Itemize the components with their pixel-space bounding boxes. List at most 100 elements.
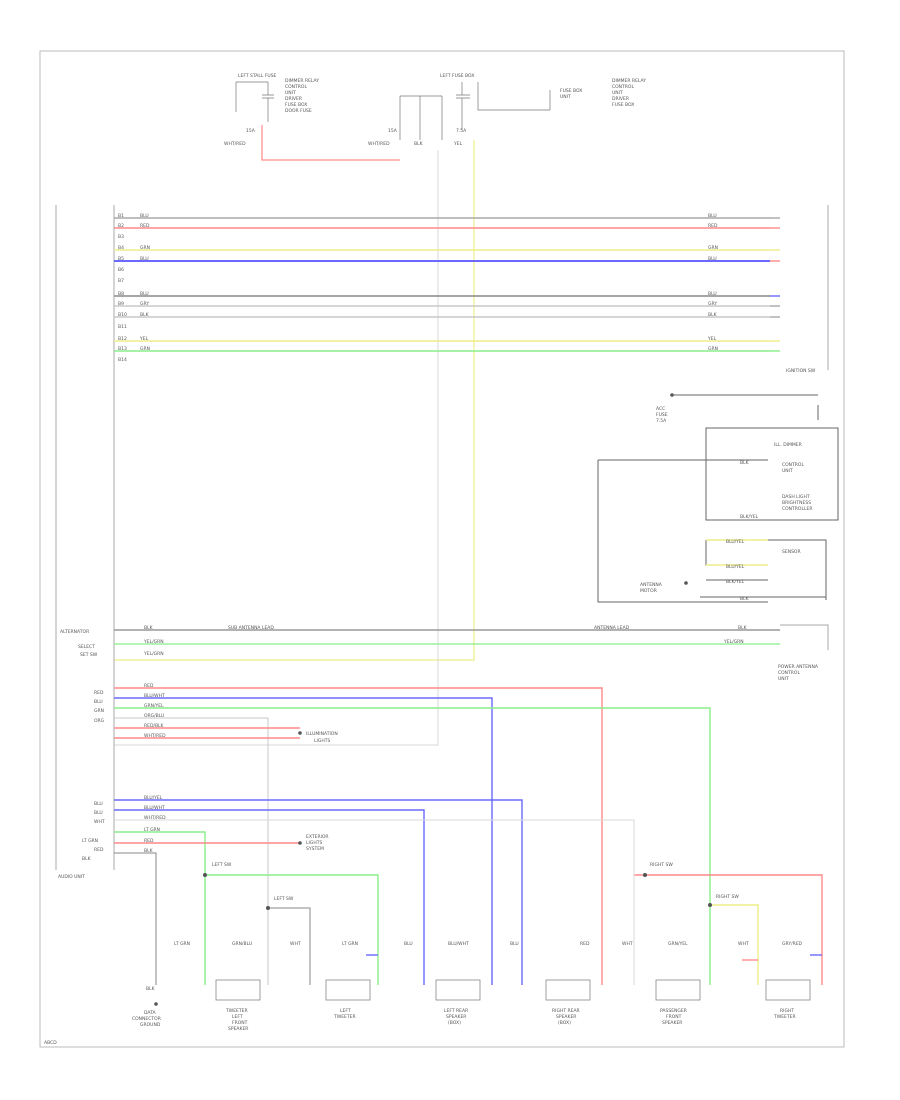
- svg-text:BLU/WHT: BLU/WHT: [144, 805, 165, 811]
- svg-text:BLU/WHT: BLU/WHT: [448, 941, 469, 947]
- svg-text:LT GRN: LT GRN: [342, 941, 358, 947]
- svg-text:UNIT: UNIT: [560, 94, 571, 100]
- svg-text:B6: B6: [118, 267, 124, 273]
- svg-text:UNIT: UNIT: [612, 90, 623, 96]
- illum-ground-dot: [298, 731, 302, 735]
- svg-text:B13: B13: [118, 346, 127, 352]
- header-yellow-wire: [114, 140, 475, 661]
- upper-right-short-stubs: [770, 217, 780, 352]
- svg-text:FUSE BOX: FUSE BOX: [285, 102, 307, 108]
- illumination-lights-label: ILLUMINATION LIGHTS: [306, 731, 338, 744]
- svg-text:DOOR FUSE: DOOR FUSE: [285, 108, 312, 114]
- svg-text:YEL: YEL: [707, 336, 717, 342]
- svg-text:ALTERNATOR: ALTERNATOR: [60, 629, 89, 635]
- upper-wire-labels: BLU RED GRN BLU BLU GRY BLK YEL GRN: [139, 213, 150, 352]
- svg-text:ACC: ACC: [656, 406, 665, 412]
- speaker-box-left-rear: [435, 979, 481, 1001]
- svg-text:UNIT: UNIT: [782, 468, 793, 474]
- svg-text:RED: RED: [580, 941, 590, 947]
- svg-text:B9: B9: [118, 301, 124, 307]
- lower-wire-color-labels: BLK YEL/GRN YEL/GRN RED BLU/WHT GRN/YEL …: [143, 625, 166, 854]
- svg-text:LIGHTS: LIGHTS: [314, 738, 330, 744]
- svg-text:GROUND: GROUND: [140, 1022, 161, 1028]
- switch-dot-2: [266, 906, 270, 910]
- upper-right-end-labels: BLU RED GRN BLU BLU GRY BLK YEL GRN: [707, 213, 718, 352]
- header-fuse-b: 15A: [388, 128, 398, 134]
- svg-text:UNIT: UNIT: [778, 676, 789, 682]
- footer-code: ABCD: [44, 1040, 57, 1046]
- ext-lights-dot: [298, 841, 302, 845]
- data-connector-ground-dot: [154, 1002, 158, 1006]
- antenna-motor-label: ANTENNA MOTOR: [640, 582, 663, 594]
- switch-dot-3: [643, 873, 647, 877]
- speaker-labels: DATA CONNECTOR GROUND TWEETER LEFT FRONT…: [132, 1008, 796, 1032]
- svg-text:GRN/BLU: GRN/BLU: [232, 941, 252, 947]
- svg-text:RIGHT REAR: RIGHT REAR: [552, 1008, 580, 1014]
- header-wire-b: WHT/RED: [368, 141, 390, 147]
- svg-text:SELECT: SELECT: [78, 644, 95, 650]
- ground-dot-sensor: [684, 581, 688, 585]
- svg-text:BLU: BLU: [708, 256, 717, 262]
- svg-text:TWEETER: TWEETER: [333, 1014, 356, 1020]
- speaker-box-left-tweeter: [325, 979, 371, 1001]
- svg-text:BLK: BLK: [144, 625, 154, 631]
- svg-text:BLK: BLK: [144, 848, 154, 854]
- svg-text:BLU: BLU: [140, 213, 149, 219]
- header-wire-a: WHT/RED: [224, 141, 246, 147]
- speaker-box-passenger-front: [655, 979, 701, 1001]
- svg-text:BLU: BLU: [510, 941, 519, 947]
- svg-text:GRN: GRN: [140, 346, 150, 352]
- switch-dot-1: [203, 873, 207, 877]
- svg-text:UNIT: UNIT: [285, 90, 296, 96]
- svg-text:GRN/YEL: GRN/YEL: [668, 941, 688, 947]
- svg-text:FUSE: FUSE: [656, 412, 668, 418]
- header-wire-c: BLK: [414, 141, 424, 147]
- svg-text:BLU/WHT: BLU/WHT: [144, 693, 165, 699]
- svg-text:SPEAKER: SPEAKER: [446, 1014, 466, 1020]
- header-gray-wire: [114, 150, 439, 746]
- antenna-lead: ANTENNA LEAD: [594, 625, 630, 631]
- svg-text:LEFT REAR: LEFT REAR: [444, 1008, 468, 1014]
- sensor-label: SENSOR: [782, 549, 801, 555]
- header-right-note: FUSE BOX UNIT: [560, 88, 582, 100]
- svg-text:FUSE BOX: FUSE BOX: [560, 88, 582, 94]
- svg-text:CONTROL: CONTROL: [285, 84, 307, 90]
- header-relay-center: LEFT FUSE BOX: [440, 73, 474, 79]
- speaker-wire-labels: LT GRN GRN/BLU WHT LT GRN BLU BLU/WHT BL…: [174, 941, 803, 947]
- svg-text:ORG: ORG: [94, 718, 105, 724]
- svg-text:B2: B2: [118, 223, 124, 229]
- svg-text:GRN: GRN: [708, 245, 718, 251]
- right-wire-5: BLK/YEL: [726, 579, 745, 585]
- svg-text:BLU/YEL: BLU/YEL: [144, 795, 163, 801]
- svg-text:YEL: YEL: [139, 336, 149, 342]
- svg-text:(BOX): (BOX): [558, 1020, 571, 1026]
- svg-text:SPEAKER: SPEAKER: [556, 1014, 576, 1020]
- svg-text:RED: RED: [140, 223, 150, 229]
- svg-text:CONTROL: CONTROL: [778, 670, 800, 676]
- svg-text:B3: B3: [118, 234, 124, 240]
- svg-text:GRN/YEL: GRN/YEL: [144, 703, 164, 709]
- ground-wire-label: BLK: [146, 986, 156, 992]
- svg-text:DIMMER RELAY: DIMMER RELAY: [285, 78, 319, 84]
- sub-antenna-lead: SUB ANTENNA LEAD: [228, 625, 274, 631]
- svg-text:SET SW: SET SW: [80, 652, 98, 658]
- svg-text:SPEAKER: SPEAKER: [228, 1026, 248, 1032]
- svg-text:RED: RED: [144, 683, 154, 689]
- svg-text:YEL/GRN: YEL/GRN: [143, 639, 164, 645]
- switch-label-2: LEFT SW: [274, 896, 294, 902]
- lower-side-labels: ALTERNATOR SELECT SET SW RED BLU GRN ORG…: [60, 629, 105, 862]
- dimmer-relay-block: ILL. DIMMER CONTROL UNIT: [774, 442, 804, 474]
- lower-bus-wires: [114, 687, 711, 985]
- svg-text:B14: B14: [118, 357, 127, 363]
- svg-text:ILLUMINATION: ILLUMINATION: [306, 731, 338, 737]
- svg-text:BLU: BLU: [708, 213, 717, 219]
- svg-text:GRN: GRN: [94, 708, 104, 714]
- svg-text:RIGHT: RIGHT: [780, 1008, 794, 1014]
- exterior-lights-system-label: EXTERIOR LIGHTS SYSTEM: [306, 834, 329, 852]
- svg-text:GRN: GRN: [140, 245, 150, 251]
- svg-text:RED: RED: [144, 838, 154, 844]
- svg-text:BLK: BLK: [708, 312, 718, 318]
- svg-text:RED: RED: [94, 690, 104, 696]
- svg-text:GRY: GRY: [140, 301, 149, 307]
- svg-text:B7: B7: [118, 278, 124, 284]
